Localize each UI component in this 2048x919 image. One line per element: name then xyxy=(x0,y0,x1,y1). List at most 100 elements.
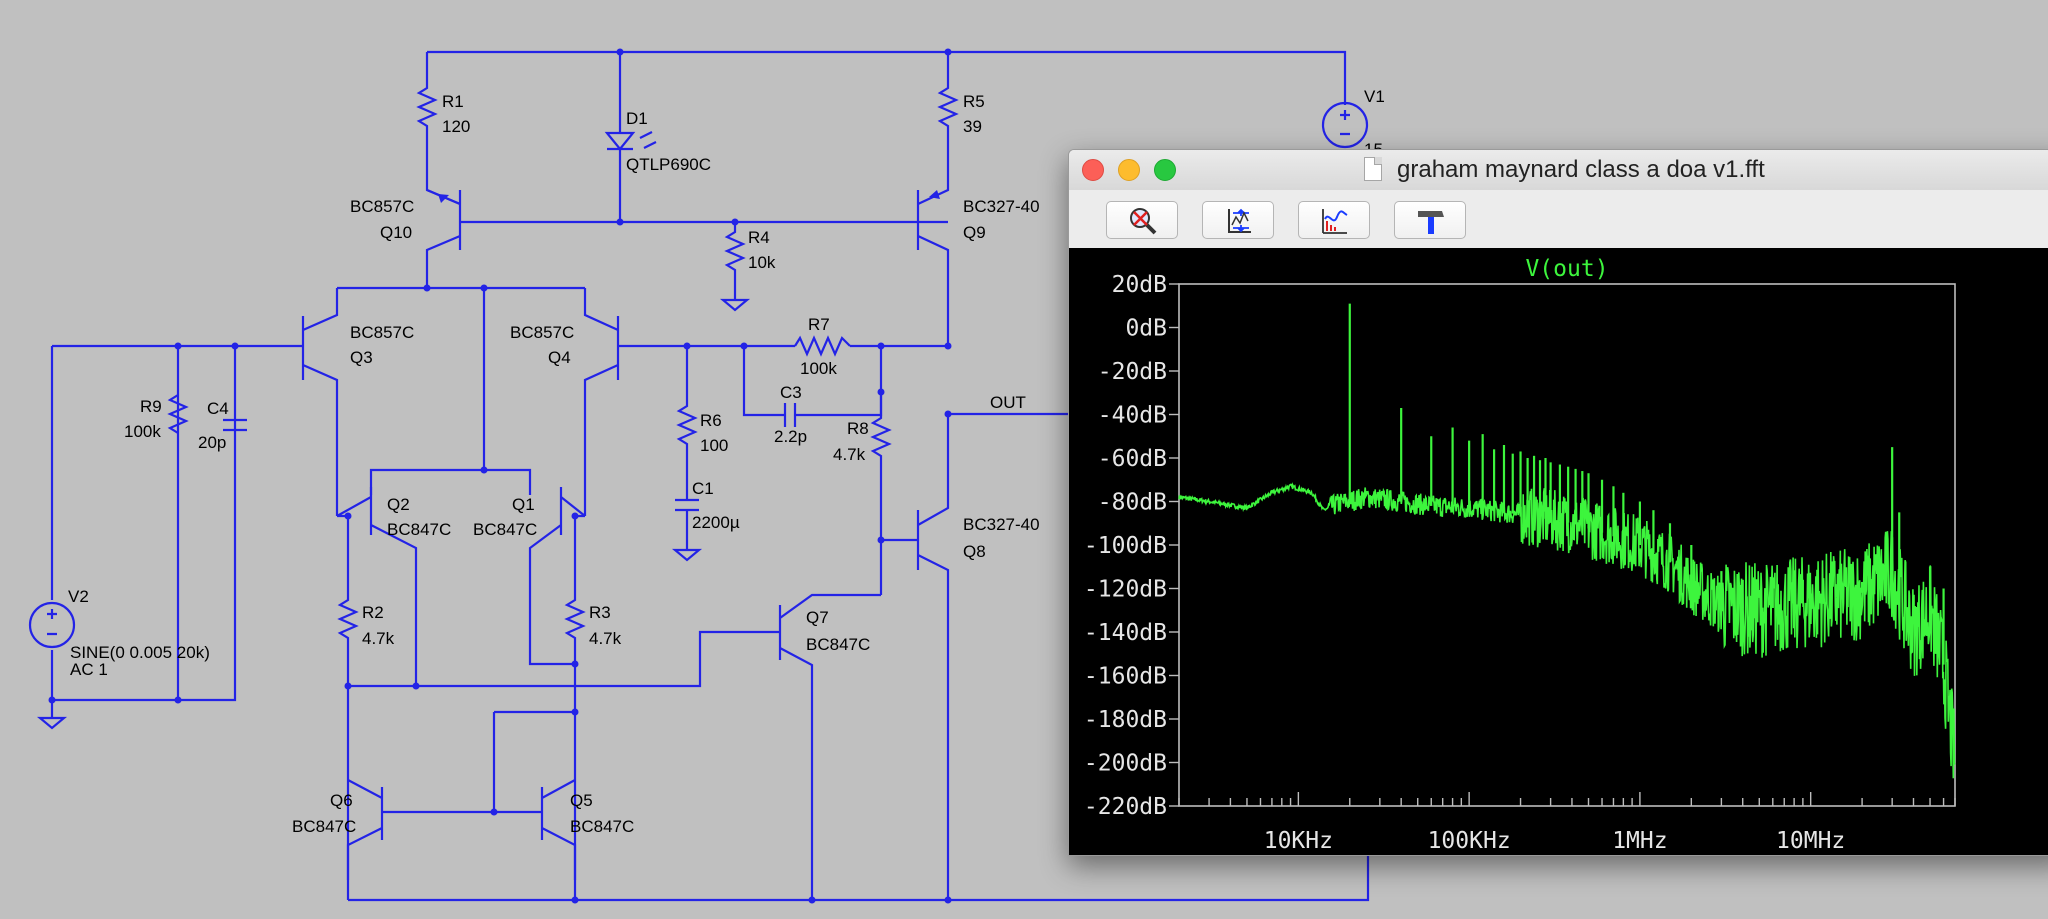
y-tick-label: -160dB xyxy=(1084,664,1167,690)
label-d1-value: QTLP690C xyxy=(626,155,711,174)
resistor-r4[interactable] xyxy=(719,222,751,312)
resistor-r6[interactable] xyxy=(676,346,698,500)
window-title: graham maynard class a doa v1.fft xyxy=(1397,156,1765,183)
wire-mid xyxy=(344,630,780,812)
label-r4-value: 10k xyxy=(748,253,776,272)
zoom-cancel-button[interactable] xyxy=(1106,201,1178,239)
wire-out xyxy=(944,410,1068,418)
fft-icon xyxy=(1322,209,1348,234)
plot-frame xyxy=(1178,283,1956,807)
label-q3-value: BC857C xyxy=(350,323,414,342)
label-r1-ref: R1 xyxy=(442,92,464,111)
label-c3-value: 2.2p xyxy=(774,427,807,446)
label-v2-ref: V2 xyxy=(68,587,89,606)
label-r8-ref: R8 xyxy=(847,419,869,438)
wire-input xyxy=(36,342,303,730)
wire-bottom-rail xyxy=(348,854,1370,904)
x-tick-label: 100KHz xyxy=(1428,828,1511,854)
document-icon xyxy=(1364,157,1382,181)
label-r5-ref: R5 xyxy=(963,92,985,111)
x-axis: 10KHz 100KHz 1MHz 10MHz xyxy=(1178,792,1956,854)
transistor-q7[interactable] xyxy=(778,593,881,900)
hammer-button[interactable] xyxy=(1394,201,1466,239)
x-tick-label: 1MHz xyxy=(1612,828,1667,854)
diode-d1[interactable] xyxy=(604,52,657,222)
label-r6-value: 100 xyxy=(700,436,728,455)
fft-window[interactable]: graham maynard class a doa v1.fft xyxy=(1068,149,2048,856)
y-tick-label: -40dB xyxy=(1098,403,1167,429)
resistor-r2[interactable] xyxy=(337,516,359,880)
label-q3-ref: Q3 xyxy=(350,348,373,367)
capacitor-c3[interactable] xyxy=(783,403,797,427)
label-r2-ref: R2 xyxy=(362,603,384,622)
label-q6-value: BC847C xyxy=(292,817,356,836)
x-tick-label: 10KHz xyxy=(1264,828,1333,854)
transistor-q9[interactable] xyxy=(916,190,950,346)
resistor-r5[interactable] xyxy=(917,52,959,205)
label-q7-value: BC847C xyxy=(806,635,870,654)
fft-button[interactable] xyxy=(1298,201,1370,239)
y-tick-label: -20dB xyxy=(1098,359,1167,385)
label-c4-ref: C4 xyxy=(207,399,229,418)
y-axis: 20dB0dB-20dB-40dB-60dB-80dB-100dB-120dB-… xyxy=(1084,272,1179,820)
y-tick-label: -120dB xyxy=(1084,577,1167,603)
y-tick-label: -80dB xyxy=(1098,490,1167,516)
trace-label-vout[interactable]: V(out) xyxy=(1525,256,1608,282)
label-q9-value: BC327-40 xyxy=(963,197,1040,216)
transistor-q8[interactable] xyxy=(877,414,950,900)
label-v2-spec2: AC 1 xyxy=(70,660,108,679)
label-r1-value: 120 xyxy=(442,117,470,136)
label-q7-ref: Q7 xyxy=(806,608,829,627)
transistor-q5[interactable] xyxy=(540,779,577,900)
zoom-cancel-icon xyxy=(1130,208,1157,235)
y-tick-label: -60dB xyxy=(1098,446,1167,472)
zoom-window-button[interactable] xyxy=(1154,159,1176,181)
harmonic-peaks xyxy=(1348,303,1945,665)
label-q8-value: BC327-40 xyxy=(963,515,1040,534)
transistor-q1[interactable] xyxy=(528,487,586,666)
capacitor-c4[interactable] xyxy=(223,418,247,432)
y-tick-label: 0dB xyxy=(1125,316,1167,342)
minimize-window-button[interactable] xyxy=(1118,159,1140,181)
fft-chart[interactable]: V(out) 20dB0dB-20dB-40dB-60dB-80dB-100dB… xyxy=(1069,248,2048,855)
label-d1-ref: D1 xyxy=(626,109,648,128)
label-q10-ref: Q10 xyxy=(380,223,412,242)
label-q10-value: BC857C xyxy=(350,197,414,216)
label-r7-value: 100k xyxy=(800,359,837,378)
y-tick-label: -180dB xyxy=(1084,707,1167,733)
label-r6-ref: R6 xyxy=(700,411,722,430)
label-r2-value: 4.7k xyxy=(362,629,395,648)
label-c1-value: 2200µ xyxy=(692,513,740,532)
transistor-q10[interactable] xyxy=(425,188,948,288)
label-r5-value: 39 xyxy=(963,117,982,136)
transistor-q4[interactable] xyxy=(583,288,620,516)
label-q2-ref: Q2 xyxy=(387,495,410,514)
label-c4-value: 20p xyxy=(198,433,226,452)
autorange-button[interactable] xyxy=(1202,201,1274,239)
window-titlebar[interactable]: graham maynard class a doa v1.fft xyxy=(1069,150,2048,191)
label-r9-value: 100k xyxy=(124,422,161,441)
resistor-r3[interactable] xyxy=(564,516,586,880)
resistor-r8[interactable] xyxy=(870,346,892,595)
close-window-button[interactable] xyxy=(1082,159,1104,181)
label-v2-spec1: SINE(0 0.005 20k) xyxy=(70,643,210,662)
label-r3-value: 4.7k xyxy=(589,629,622,648)
capacitor-c1[interactable] xyxy=(671,498,703,562)
resistor-r7[interactable] xyxy=(794,335,851,357)
resistor-r1[interactable] xyxy=(416,52,461,206)
transistor-q3[interactable] xyxy=(301,288,339,516)
label-r3-ref: R3 xyxy=(589,603,611,622)
transistor-q6[interactable] xyxy=(346,779,542,900)
label-r4-ref: R4 xyxy=(748,228,770,247)
voltage-source-v1[interactable] xyxy=(1321,101,1369,149)
x-tick-label: 10MHz xyxy=(1776,828,1845,854)
label-q4-ref: Q4 xyxy=(548,348,571,367)
label-q5-ref: Q5 xyxy=(570,791,593,810)
voltage-source-v2[interactable] xyxy=(28,601,76,649)
resistor-r9[interactable] xyxy=(167,394,189,434)
label-q4-value: BC857C xyxy=(510,323,574,342)
y-tick-label: -100dB xyxy=(1084,533,1167,559)
label-r9-ref: R9 xyxy=(140,397,162,416)
